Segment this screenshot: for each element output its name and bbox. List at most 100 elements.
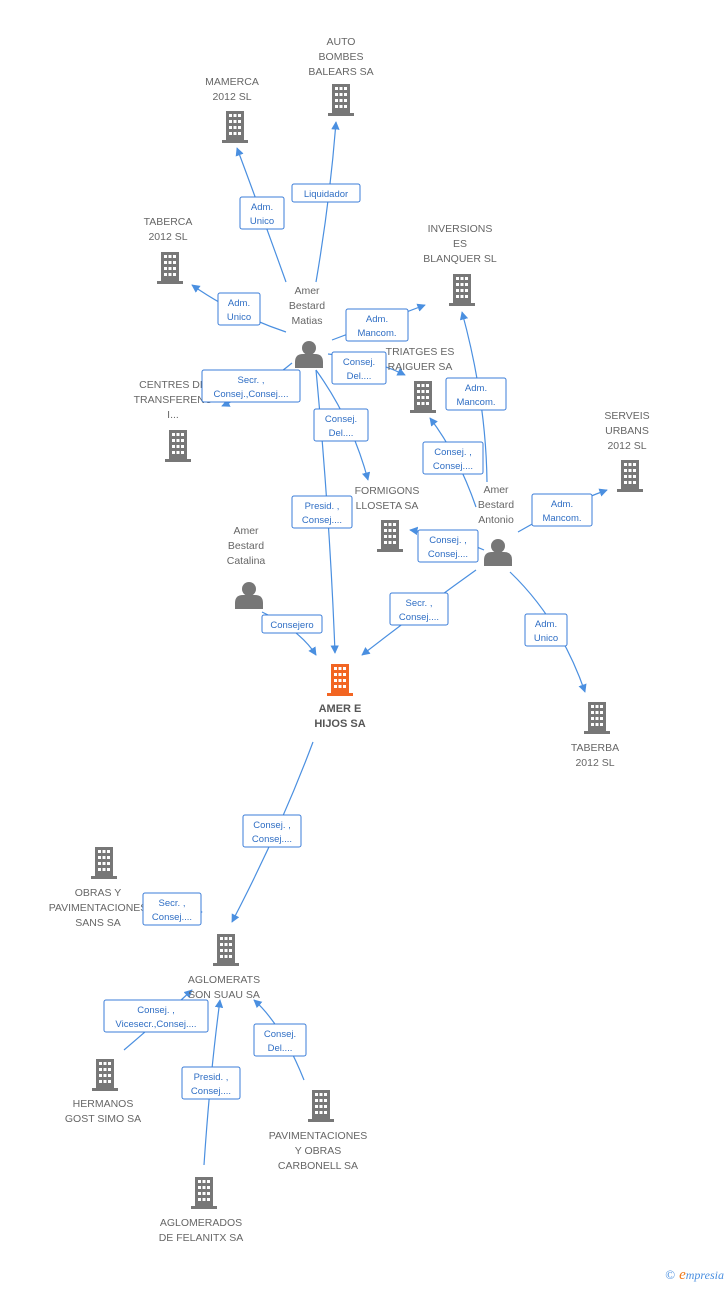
relation-text-line: Presid. , [305,501,340,512]
node-label-line: PAVIMENTACIONES [269,1130,368,1142]
relation-box [142,892,202,926]
node-label-line: Bestard [228,540,264,552]
relation-text-line: Consej. , [137,1005,175,1016]
relation-text-line: Mancom. [357,328,396,339]
relation-box [422,441,484,475]
relation-text-line: Consej.... [152,912,192,923]
relation-text-line: Consej.... [302,515,342,526]
node-label-line: Antonio [478,514,514,526]
node-label-line: DE FELANITX SA [159,1232,244,1244]
relation-text-line: Adm. [535,619,557,630]
relation-text: Consej.Del.... [343,357,375,382]
relation-label-e3[interactable]: Adm.Unico [217,292,261,326]
relation-text-line: Consej. , [434,447,472,458]
relation-label-e7[interactable]: Consej.Del.... [313,408,369,442]
relation-label-e2[interactable]: Liquidador [291,183,361,203]
logo-e: e [679,1267,686,1283]
node-label-line: 2012 SL [575,757,614,769]
relation-label-e9[interactable]: Adm.Mancom. [445,377,507,411]
node-label-line: AMER E [319,703,362,715]
building-icon [222,111,248,143]
relation-label-e18[interactable]: Consej. ,Vicesecr.,Consej.... [103,999,209,1033]
building-icon [91,847,117,879]
relation-label-e4[interactable]: Adm. Mancom. [345,308,409,342]
node-label-line: SON SUAU SA [188,989,260,1001]
relation-text: Adm.Unico [534,619,558,644]
relation-label-e11[interactable]: Adm.Mancom. [531,493,593,527]
node-label-line: GOST SIMO SA [65,1113,141,1125]
node-label-line: BLANQUER SL [423,253,497,265]
relation-box [253,1023,307,1057]
relation-label-e16[interactable]: Consej. ,Consej.... [242,814,302,848]
relation-label-e6[interactable]: Secr. ,Consej.,Consej.... [201,369,301,403]
relation-label-e20[interactable]: Presid. ,Consej.... [181,1066,241,1100]
relation-box [331,351,387,385]
relation-label-e8[interactable]: Presid. , Consej.... [291,495,353,529]
node-label-line: I... [167,409,179,421]
relation-text: Consej.Del.... [264,1029,296,1054]
relation-label-e13[interactable]: Consejero [261,614,323,634]
relation-box [389,592,449,626]
relation-label-e14[interactable]: Secr. ,Consej.... [389,592,449,626]
building-icon [308,1090,334,1122]
relation-text-line: Adm. [465,383,487,394]
relation-box [313,408,369,442]
empresia-logo[interactable]: ©empresia [665,1267,724,1284]
relation-text-line: Consej.... [252,834,292,845]
relation-text-line: Consej.... [433,461,473,472]
relation-label-e5[interactable]: Consej.Del.... [331,351,387,385]
node-label-line: INVERSIONS [428,223,493,235]
node-label-line: CARBONELL SA [278,1160,358,1172]
relation-text-line: Consej. [325,414,357,425]
node-label-line: URBANS [605,425,649,437]
node-label-line: Amer [294,285,320,297]
node-label-line: Catalina [227,555,266,567]
node-label-line: Amer [483,484,509,496]
relation-label-e12[interactable]: Consej. ,Consej.... [417,529,479,563]
relation-text: Secr. ,Consej.... [152,898,192,923]
relation-label-e17[interactable]: Secr. ,Consej.... [142,892,202,926]
building-icon [327,664,353,696]
relation-text: Consej. ,Consej.... [252,820,292,845]
relation-label-e10[interactable]: Consej. , Consej.... [422,441,484,475]
relation-text-line: Consejero [270,620,313,631]
relation-label-e19[interactable]: Consej.Del.... [253,1023,307,1057]
node-label-line: RAIGUER SA [388,361,453,373]
relation-text-line: Mancom. [542,513,581,524]
relation-label-e15[interactable]: Adm.Unico [524,613,568,647]
relation-text-line: Adm. [366,314,388,325]
relation-box [181,1066,241,1100]
building-icon [617,460,643,492]
node-label-line: SANS SA [75,917,121,929]
relation-text-line: Unico [250,216,274,227]
relation-label-e1[interactable]: Adm.Unico [239,196,285,230]
node-label-line: TABERCA [144,216,193,228]
relation-text: Liquidador [304,189,348,200]
